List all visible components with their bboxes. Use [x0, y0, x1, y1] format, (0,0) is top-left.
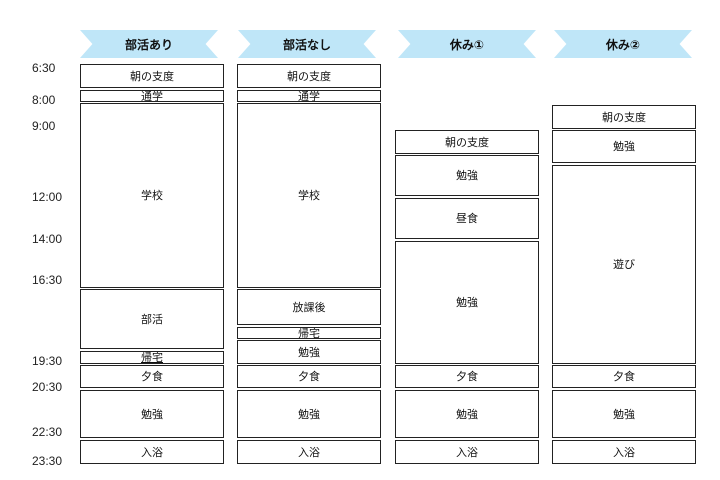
schedule-block: 遊び: [552, 165, 696, 364]
column-header-holiday-2: 休み②: [554, 30, 692, 58]
schedule-block: 夕食: [80, 365, 224, 388]
schedule-block: 勉強: [395, 155, 539, 196]
schedule-block: 朝の支度: [552, 105, 696, 129]
schedule-block: 夕食: [395, 365, 539, 388]
schedule-block: 通学: [80, 90, 224, 102]
schedule-block: 学校: [237, 103, 381, 288]
schedule-block: 朝の支度: [395, 130, 539, 154]
time-label: 6:30: [32, 61, 56, 75]
schedule-block: 入浴: [552, 440, 696, 464]
time-label: 9:00: [32, 119, 56, 133]
schedule-block: 勉強: [80, 390, 224, 438]
schedule-block: 勉強: [237, 390, 381, 438]
schedule-block: 夕食: [237, 365, 381, 388]
schedule-block: 入浴: [80, 440, 224, 464]
schedule-block: 夕食: [552, 365, 696, 388]
time-label: 8:00: [32, 93, 56, 107]
time-label: 12:00: [32, 190, 63, 204]
column-header-holiday-1: 休み①: [398, 30, 536, 58]
column-header-club: 部活あり: [80, 30, 218, 58]
schedule-block: 帰宅: [80, 351, 224, 364]
schedule-block: 学校: [80, 103, 224, 288]
schedule-block: 朝の支度: [237, 64, 381, 88]
schedule-block: 勉強: [552, 390, 696, 438]
time-label: 20:30: [32, 380, 63, 394]
column-header-no-club: 部活なし: [238, 30, 376, 58]
time-label: 19:30: [32, 354, 63, 368]
schedule-block: 昼食: [395, 198, 539, 239]
time-label: 22:30: [32, 425, 63, 439]
schedule-block: 勉強: [395, 390, 539, 438]
schedule-block: 勉強: [395, 241, 539, 364]
schedule-block: 勉強: [552, 130, 696, 163]
schedule-block: 入浴: [237, 440, 381, 464]
schedule-block: 勉強: [237, 340, 381, 364]
schedule-block: 通学: [237, 90, 381, 102]
schedule-block: 朝の支度: [80, 64, 224, 88]
schedule-block: 放課後: [237, 289, 381, 325]
schedule-block: 部活: [80, 289, 224, 349]
time-label: 16:30: [32, 273, 63, 287]
schedule-block: 入浴: [395, 440, 539, 464]
schedule-block: 帰宅: [237, 327, 381, 339]
time-label: 14:00: [32, 232, 63, 246]
time-label: 23:30: [32, 454, 63, 468]
